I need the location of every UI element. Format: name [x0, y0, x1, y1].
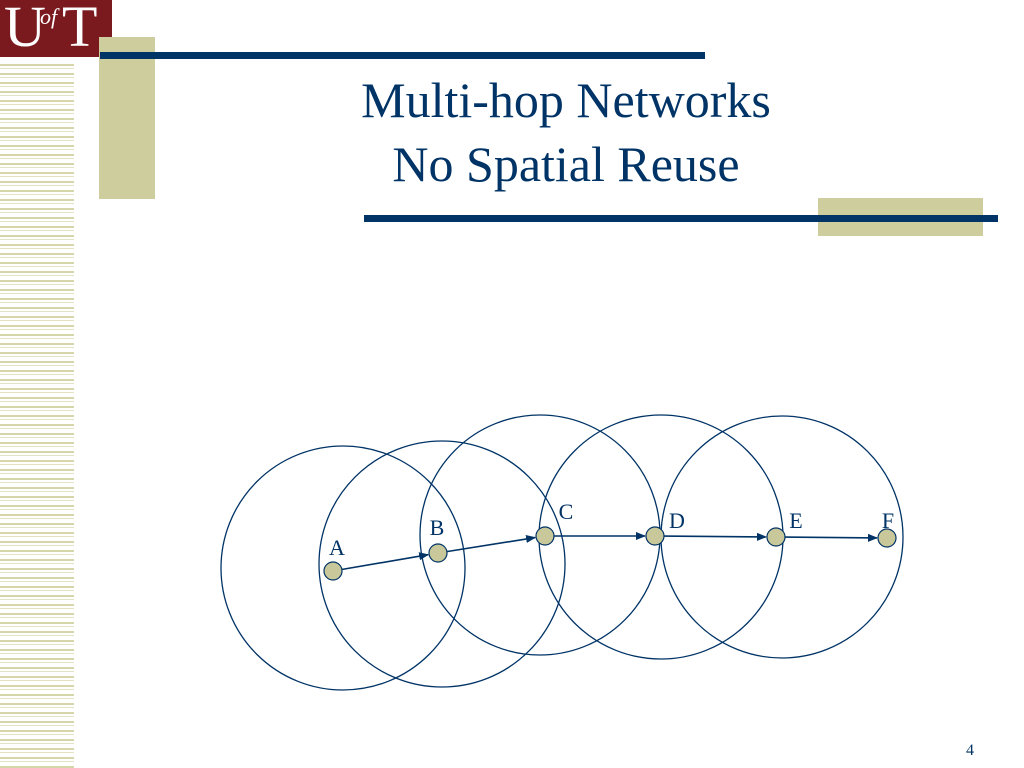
range-circle-a — [220, 445, 466, 691]
logo-letter-t: T — [62, 0, 98, 57]
range-circle-b — [318, 440, 566, 688]
hop-arrow-e-f — [783, 533, 879, 542]
title-line-1: Multi-hop Networks — [361, 72, 771, 128]
page-number: 4 — [966, 742, 974, 759]
hop-arrow-d-e — [662, 532, 768, 541]
university-logo: U of T — [0, 0, 112, 57]
hop-arrow-a-b — [340, 552, 430, 571]
node-label-b: B — [430, 515, 445, 540]
logo-letters-of: of — [40, 4, 58, 29]
node-label-d: D — [669, 508, 685, 533]
decor-navy-bar-bottom — [364, 215, 998, 222]
node-b — [428, 543, 448, 563]
logo-letter-u: U — [4, 0, 46, 57]
node-d — [645, 526, 665, 546]
node-e — [766, 527, 786, 547]
title-line-2: No Spatial Reuse — [392, 136, 740, 192]
node-f — [877, 528, 897, 548]
hop-arrow-b-c — [445, 535, 537, 553]
node-c — [535, 526, 555, 546]
node-label-e: E — [789, 508, 802, 533]
node-a — [323, 561, 343, 581]
slide-title: Multi-hop Networks No Spatial Reuse — [200, 68, 932, 196]
node-label-f: F — [882, 508, 894, 533]
node-label-a: A — [329, 535, 345, 560]
decor-navy-bar-top — [100, 52, 705, 59]
node-label-c: C — [559, 499, 574, 524]
striped-sidebar — [0, 60, 74, 768]
decor-tan-block-left — [99, 37, 155, 199]
